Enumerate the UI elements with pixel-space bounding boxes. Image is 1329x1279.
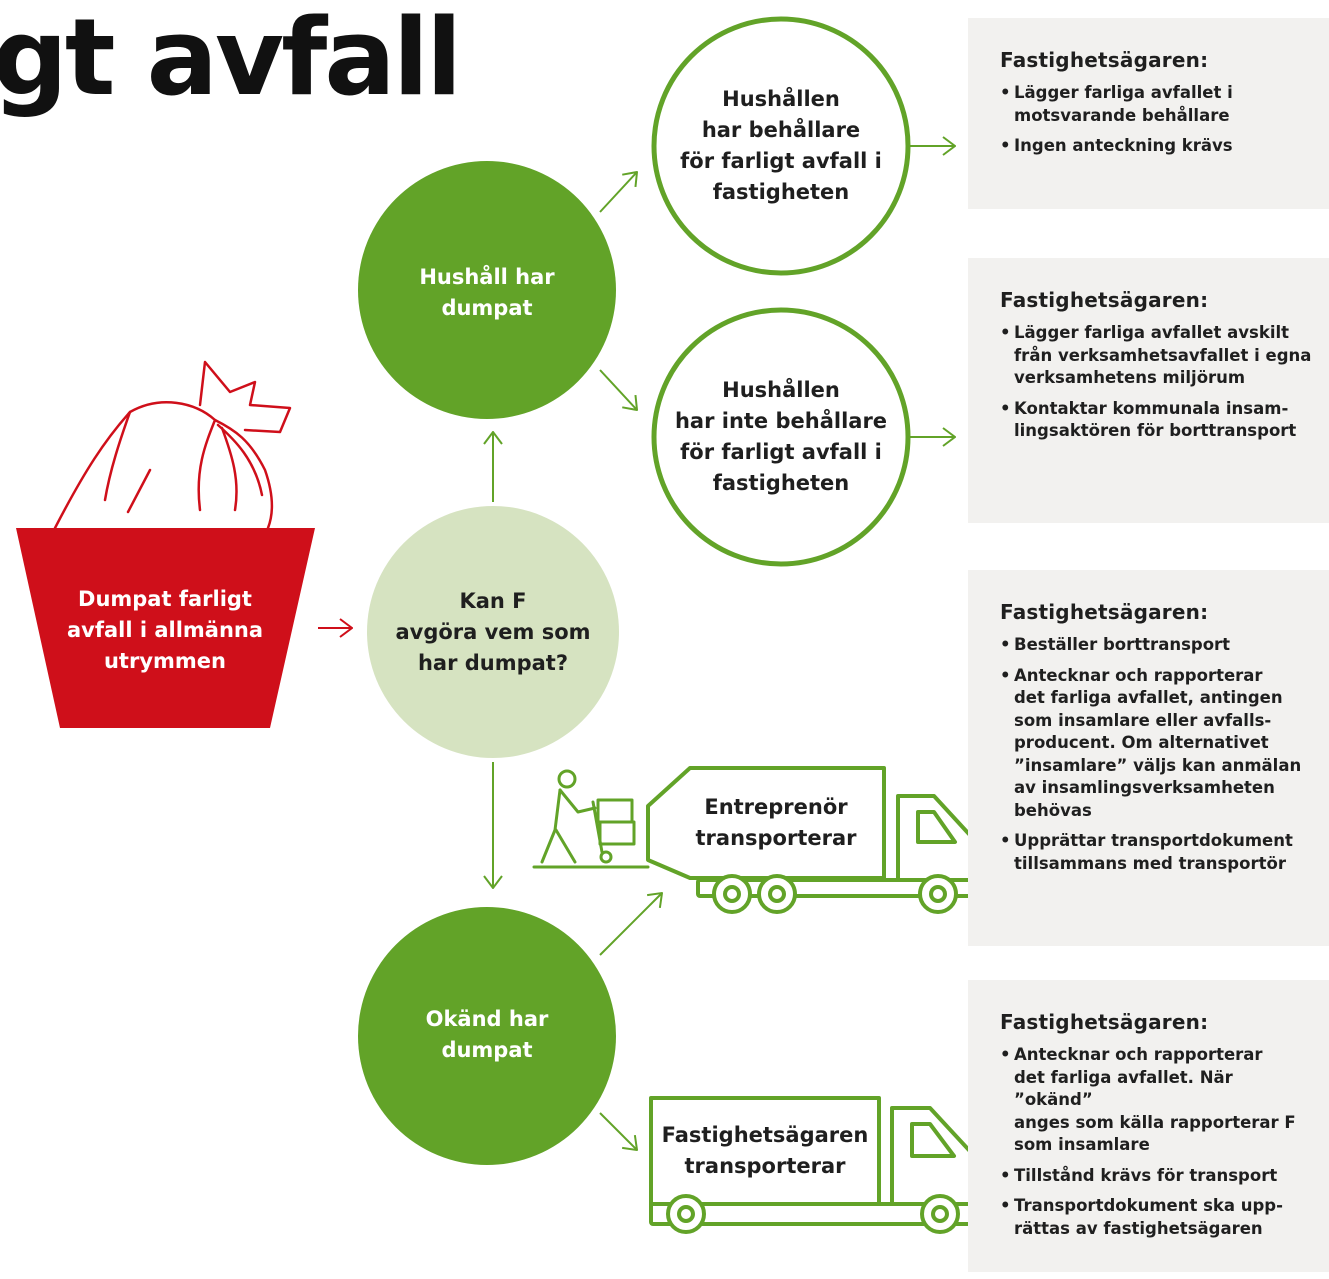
household-label: Hushåll har dumpat <box>419 265 555 320</box>
question-label: Kan F avgöra vem som har dumpat? <box>395 588 591 675</box>
contractor-transport-label: Entreprenör transporterar <box>695 795 857 850</box>
worker-with-cart-icon <box>532 769 650 869</box>
info-panel-1: Fastighetsägaren: Lägger farliga avfalle… <box>968 18 1329 209</box>
panel-item: Transportdokument ska upp- rättas av fas… <box>1000 1195 1315 1240</box>
page-title: gt avfall <box>0 0 462 119</box>
dumped-waste-bucket <box>16 528 315 728</box>
panel-item: Ingen anteckning krävs <box>1000 135 1315 158</box>
truck-icon-2 <box>649 1096 982 1234</box>
panel-item: Lägger farliga avfallet avskilt från ver… <box>1000 322 1315 390</box>
unknown-circle <box>358 907 616 1165</box>
panel-item: Kontaktar kommunala insam- lingsaktören … <box>1000 398 1315 443</box>
no-container-circle <box>651 307 911 567</box>
household-circle <box>358 161 616 419</box>
panel-heading: Fastighetsägaren: <box>1000 288 1209 312</box>
connectors <box>318 146 955 1150</box>
panel-heading: Fastighetsägaren: <box>1000 1010 1209 1034</box>
panel-item: Lägger farliga avfallet i motsvarande be… <box>1000 82 1315 127</box>
panel-item: Antecknar och rapporterar det farliga av… <box>1000 1044 1315 1157</box>
panel-heading: Fastighetsägaren: <box>1000 48 1209 72</box>
has-container-circle <box>651 16 911 276</box>
panel-item: Antecknar och rapporterar det farliga av… <box>1000 665 1315 823</box>
info-panel-4: Fastighetsägaren: Antecknar och rapporte… <box>968 980 1329 1272</box>
truck-icon <box>646 766 982 914</box>
waste-bag-icon <box>53 360 292 530</box>
unknown-label: Okänd har dumpat <box>425 1007 549 1062</box>
panel-item: Tillstånd krävs för transport <box>1000 1165 1315 1188</box>
has-container-label: Hushållen har behållare för farligt avfa… <box>680 87 882 204</box>
question-circle <box>367 506 619 758</box>
dumped-waste-label: Dumpat farligt avfall i allmänna utrymme… <box>66 586 264 673</box>
info-panel-3: Fastighetsägaren: Beställer borttranspor… <box>968 570 1329 946</box>
panel-item: Beställer borttransport <box>1000 634 1315 657</box>
no-container-label: Hushållen har inte behållare för farligt… <box>674 378 888 495</box>
info-panel-2: Fastighetsägaren: Lägger farliga avfalle… <box>968 258 1329 523</box>
owner-transport-label: Fastighetsägaren transporterar <box>661 1123 869 1178</box>
panel-heading: Fastighetsägaren: <box>1000 600 1209 624</box>
panel-item: Upprättar transportdokument tillsammans … <box>1000 830 1315 875</box>
